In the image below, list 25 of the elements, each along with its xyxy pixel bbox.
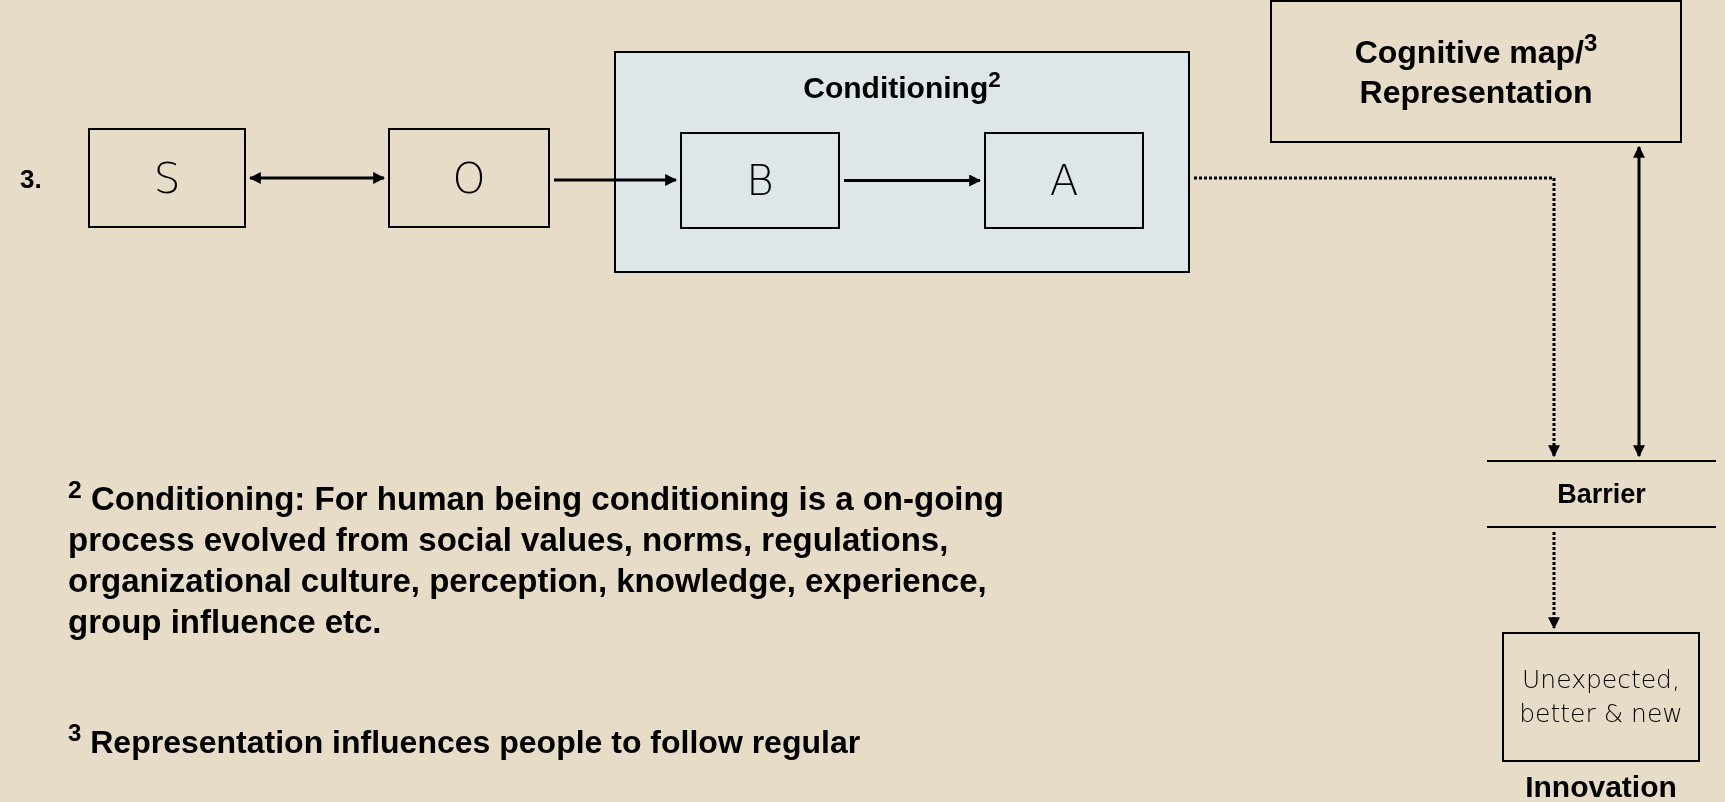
node-text: S (153, 152, 181, 205)
arrow (1548, 532, 1560, 630)
arrow (1194, 176, 1560, 458)
node-text: Conditioning$^{2}$ (802, 65, 1002, 106)
arrow (1633, 145, 1645, 458)
letter-box (88, 128, 246, 228)
letter-box (680, 132, 840, 229)
arrow (554, 174, 678, 186)
outcome-caption: Innovation (1524, 769, 1678, 802)
node-text: Barrier (1557, 477, 1646, 511)
node-text: Unexpected, better & new (1518, 664, 1684, 730)
arrow (248, 172, 386, 184)
step-number: 3. (20, 163, 42, 196)
footnote: $^{3}$ Representation influences people to follow regular (68, 722, 862, 762)
node-text: Cognitive map/$^{3}$ Representation (1353, 31, 1599, 112)
barrier-band (1487, 460, 1716, 528)
node-text: B (746, 155, 774, 207)
node-text: O (452, 152, 486, 205)
node-text: A (1049, 155, 1079, 207)
group-box (614, 51, 1190, 273)
footnote: $^{2}$ Conditioning: For human being conditioning is a on-going process evolved from social values, norms, regulations, organizational culture, perception, knowledge, experience, group influence etc. (68, 478, 1005, 642)
letter-box (388, 128, 550, 228)
arrow (844, 174, 982, 187)
title-box (1270, 0, 1682, 143)
letter-box (984, 132, 1144, 229)
